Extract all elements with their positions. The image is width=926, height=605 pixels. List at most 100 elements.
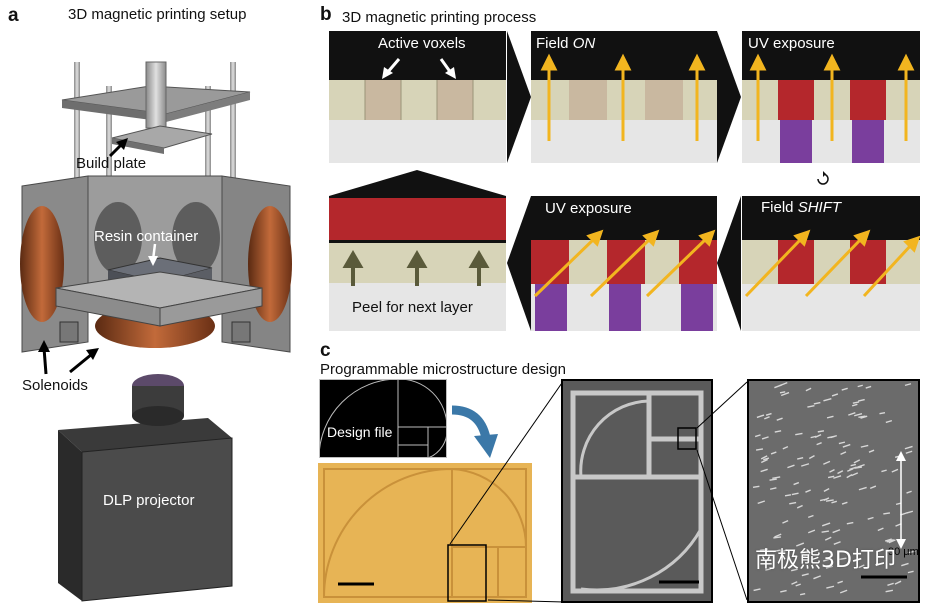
fiber-mark xyxy=(813,401,821,405)
fiber-mark xyxy=(789,501,797,505)
fiber-mark xyxy=(823,460,831,465)
fiber-mark xyxy=(791,492,799,496)
process-arrow-left-2 xyxy=(717,196,741,331)
fiber-mark xyxy=(793,481,800,486)
fiber-mark xyxy=(860,444,869,448)
fiber-mark xyxy=(850,463,857,467)
fiber-mark xyxy=(905,450,913,454)
fiber-mark xyxy=(776,417,783,421)
fiber-mark xyxy=(825,565,833,569)
fiber-mark xyxy=(837,470,844,475)
fiber-mark xyxy=(765,412,772,416)
fiber-mark xyxy=(858,486,867,491)
uv-exposure-2-label: UV exposure xyxy=(545,200,632,217)
fiber-mark xyxy=(756,414,765,419)
step-active-voxels-tile xyxy=(329,31,506,163)
fiber-mark xyxy=(841,387,848,391)
zoom-lines-1 xyxy=(449,379,565,603)
fiber-mark xyxy=(791,581,798,585)
fiber-mark xyxy=(837,580,843,584)
fiber-mark xyxy=(904,383,912,387)
fiber-mark xyxy=(904,445,913,450)
fiber-mark xyxy=(755,448,764,451)
fiber-mark xyxy=(831,393,839,397)
fiber-mark xyxy=(791,568,798,572)
printer-setup-illustration xyxy=(20,61,292,602)
fiber-mark xyxy=(854,413,863,417)
resin-container-label: Resin container xyxy=(94,228,199,245)
fiber-mark xyxy=(802,553,810,558)
fiber-mark xyxy=(808,455,815,460)
fiber-mark xyxy=(867,516,874,520)
fiber-mark xyxy=(853,459,861,464)
fiber-mark xyxy=(760,455,768,460)
fiber-mark xyxy=(821,522,831,527)
fiber-mark xyxy=(796,542,805,547)
fiber-mark xyxy=(881,469,887,473)
field-shift-state: SHIFT xyxy=(797,199,842,216)
step-uv-exposure-2-tile xyxy=(531,196,717,331)
fiber-mark xyxy=(769,478,777,481)
fiber-mark xyxy=(854,466,863,469)
fiber-mark xyxy=(907,570,914,574)
fiber-mark xyxy=(805,489,811,493)
fiber-mark xyxy=(770,451,777,455)
fiber-mark xyxy=(782,446,789,450)
field-on-state: ON xyxy=(572,35,596,52)
fiber-mark xyxy=(780,589,787,593)
fiber-mark xyxy=(816,442,822,446)
fiber-mark xyxy=(779,549,788,553)
fiber-mark xyxy=(769,487,777,490)
fiber-mark xyxy=(825,499,834,502)
design-file-label: Design file xyxy=(327,424,393,440)
fiber-mark xyxy=(857,463,865,468)
curved-arrow-icon xyxy=(451,405,498,458)
micrograph-zoom-image xyxy=(747,379,920,603)
fiber-mark xyxy=(891,468,899,473)
fiber-mark xyxy=(827,475,835,479)
fiber-mark xyxy=(877,527,884,532)
fiber-mark xyxy=(879,412,886,415)
fiber-mark xyxy=(886,539,894,543)
fiber-mark xyxy=(851,403,858,407)
fiber-mark xyxy=(774,384,782,389)
fiber-mark xyxy=(795,583,801,587)
fiber-mark xyxy=(907,550,916,554)
fiber-mark xyxy=(797,457,804,460)
fiber-mark xyxy=(821,530,830,533)
fiber-mark xyxy=(833,475,842,479)
process-arrow-right-1 xyxy=(507,31,531,163)
fiber-mark xyxy=(885,589,894,593)
fiber-mark xyxy=(807,514,814,519)
fiber-mark xyxy=(832,529,841,534)
fiber-mark xyxy=(842,443,851,448)
fiber-mark xyxy=(860,415,868,419)
fiber-mark xyxy=(760,468,768,473)
fiber-mark xyxy=(858,564,865,569)
fiber-mark xyxy=(759,548,768,552)
fiber-mark xyxy=(810,435,817,439)
fiber-mark xyxy=(826,585,835,589)
fiber-mark xyxy=(839,589,848,594)
field-on-label: Field ON xyxy=(536,35,595,52)
fiber-mark xyxy=(852,401,860,404)
fiber-mark xyxy=(829,468,835,473)
cycle-icon xyxy=(817,171,829,185)
fiber-mark xyxy=(765,568,771,571)
fiber-mark xyxy=(805,387,812,392)
fiber-mark xyxy=(752,485,760,488)
fiber-mark xyxy=(831,500,838,504)
field-shift-label: Field SHIFT xyxy=(761,199,841,216)
fiber-mark xyxy=(761,436,769,440)
panel-b-title: 3D magnetic printing process xyxy=(342,9,537,26)
fiber-mark xyxy=(807,404,815,408)
panel-c-letter: c xyxy=(320,340,331,361)
design-file-image xyxy=(319,379,447,458)
fiber-mark xyxy=(780,391,790,397)
fiber-mark xyxy=(823,497,830,502)
fiber-mark xyxy=(773,536,782,539)
dlp-projector-label: DLP projector xyxy=(103,492,195,509)
uv-exposure-1-label: UV exposure xyxy=(748,35,835,52)
fiber-mark xyxy=(753,588,761,592)
process-arrow-left-1 xyxy=(507,196,531,331)
